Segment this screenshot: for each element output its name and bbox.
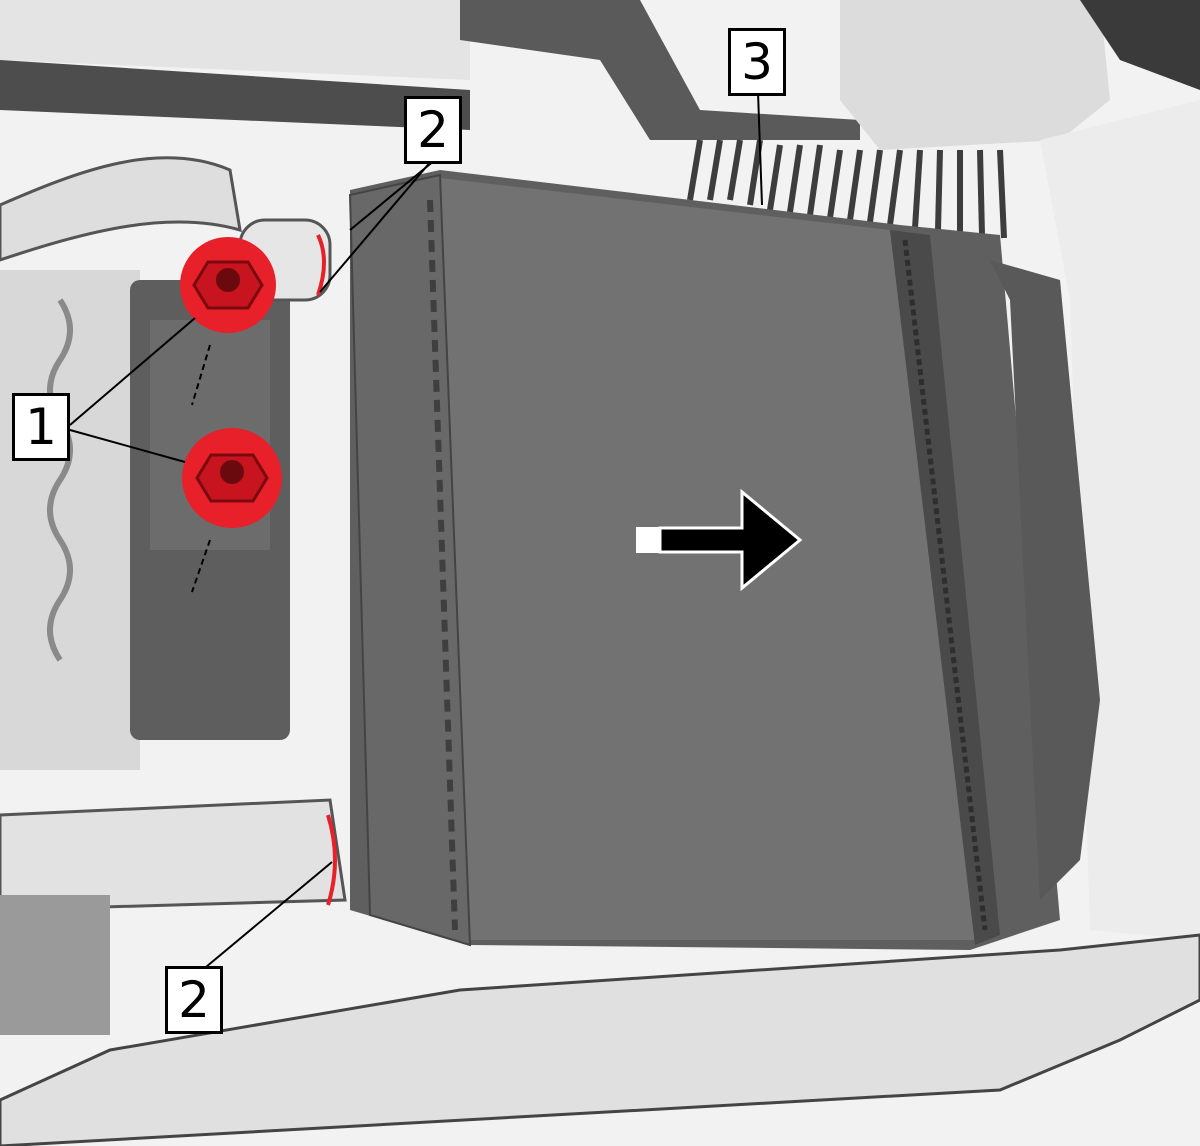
cooler-core-face	[440, 178, 975, 940]
end-tank-seam	[427, 199, 458, 931]
engine-ribs	[47, 298, 73, 662]
upper-crossmember	[0, 60, 470, 130]
callout-label-fasteners: 1	[12, 393, 70, 461]
upper-right-trim	[1080, 0, 1200, 90]
callout-label-hose-connection-lower: 2	[165, 966, 223, 1034]
hose-clamp-mark-lower	[326, 814, 337, 906]
engine-block	[0, 270, 140, 770]
side-rail-teeth	[902, 239, 988, 931]
right-mounting-bracket	[990, 260, 1100, 900]
leader-lines	[69, 91, 763, 973]
cooler-side-rail	[890, 230, 1000, 945]
callout-label-hose-connection-upper: 2	[404, 96, 462, 164]
background-panel-top-left	[0, 0, 470, 80]
right-body-panel	[1040, 100, 1200, 940]
callout-label-cooler: 3	[728, 28, 786, 96]
hex-nut-icon	[182, 428, 282, 528]
lower-engine-part	[0, 895, 110, 1035]
arrow-right-icon	[636, 488, 803, 592]
upper-bracket	[460, 0, 860, 140]
lower-splash-shield	[0, 933, 1200, 1146]
hose-clamp-mark-upper	[316, 234, 326, 296]
coolant-hose-lower	[0, 798, 347, 912]
hex-nut-icon	[180, 237, 276, 333]
intake-hose-upper	[0, 156, 242, 262]
reservoir-tank	[840, 0, 1110, 150]
cooling-fins	[687, 139, 1007, 239]
